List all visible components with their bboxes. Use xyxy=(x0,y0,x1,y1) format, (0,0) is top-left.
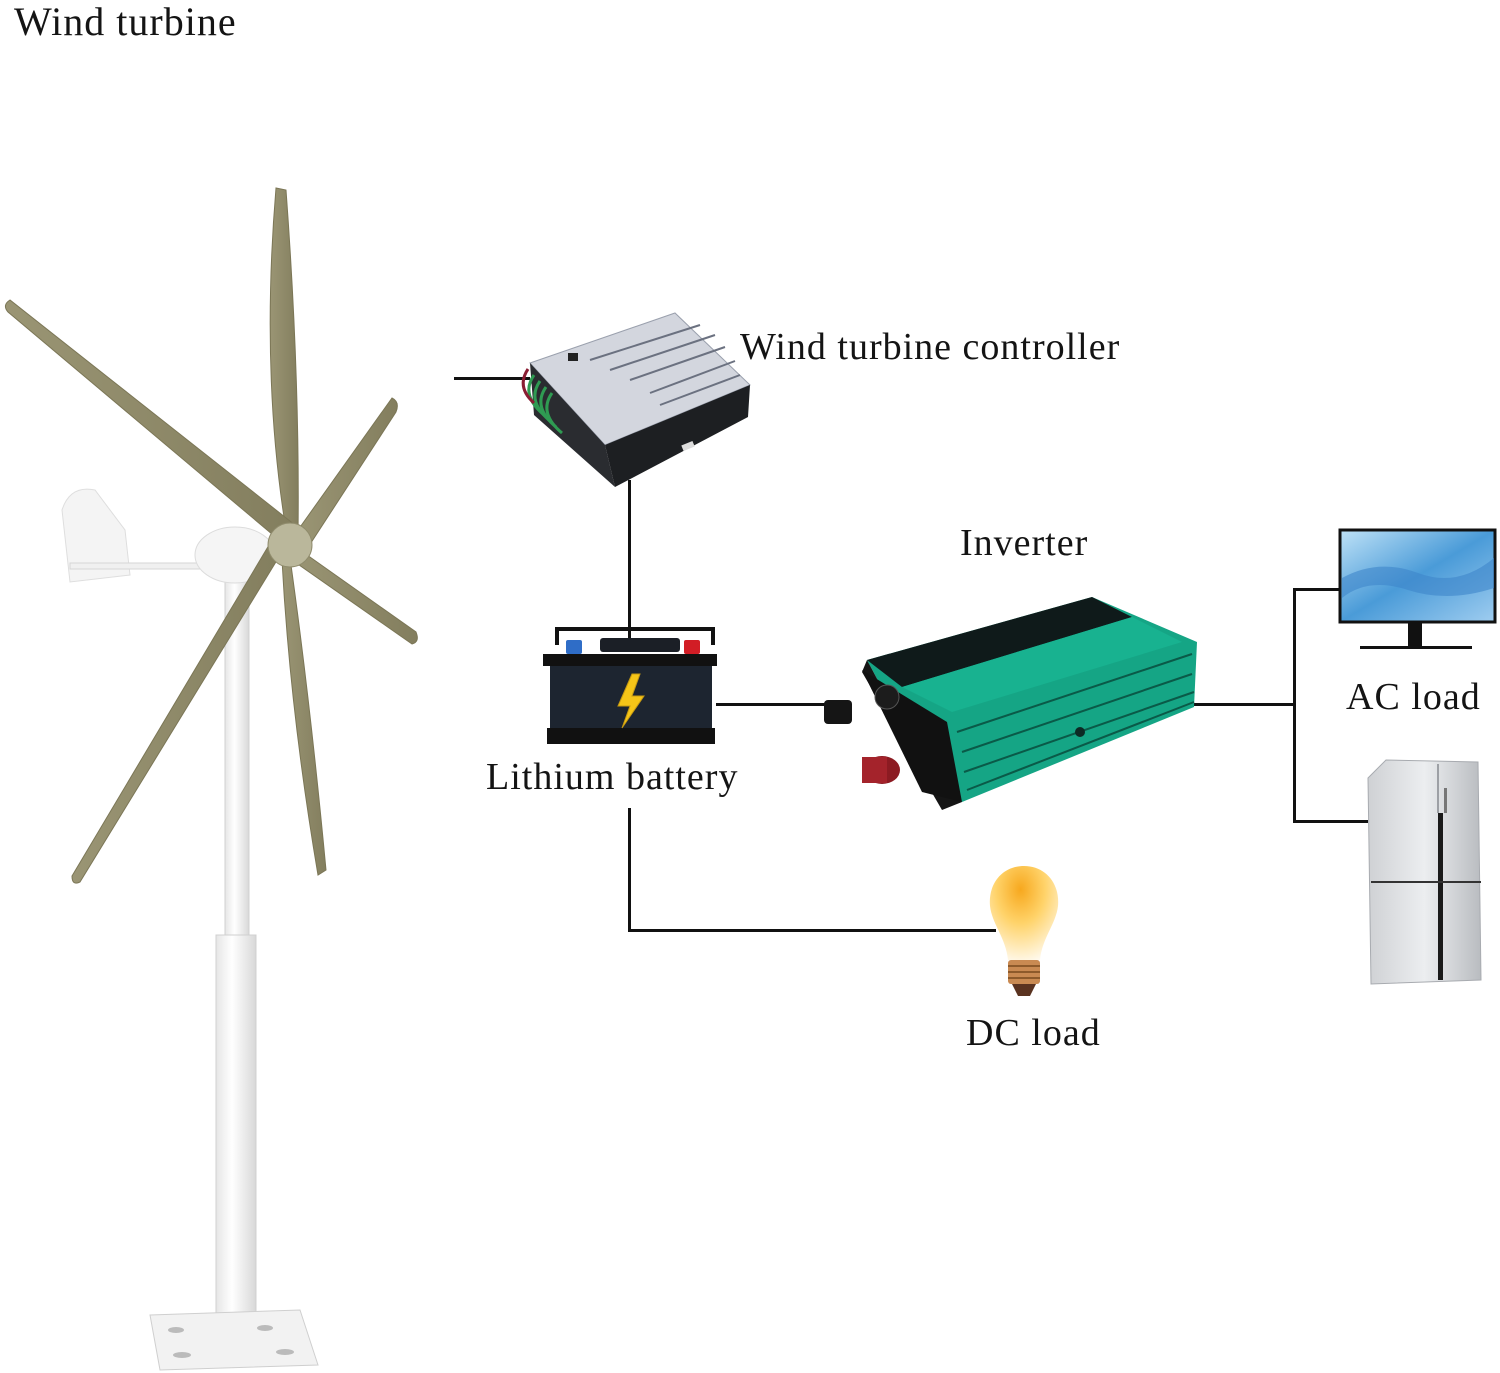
wire-bus-fridge xyxy=(1293,820,1368,823)
wire-inverter-bus xyxy=(1190,703,1294,706)
light-bulb-icon xyxy=(984,862,1064,1002)
wind-turbine-label: Wind turbine xyxy=(14,0,237,44)
wire-turbine-controller xyxy=(454,377,530,380)
wire-battery-inverter xyxy=(716,703,836,706)
controller-label: Wind turbine controller xyxy=(740,326,1121,368)
monitor-icon xyxy=(1338,528,1498,653)
battery-label: Lithium battery xyxy=(486,756,739,798)
wire-ac-bus-vertical xyxy=(1293,588,1296,823)
wire-bus-monitor xyxy=(1293,588,1341,591)
inverter-label: Inverter xyxy=(960,522,1089,564)
wire-controller-battery xyxy=(628,480,631,640)
ac-load-label: AC load xyxy=(1346,676,1481,718)
wire-battery-dc-horizontal xyxy=(628,929,996,932)
wind-turbine-icon xyxy=(0,180,440,1373)
inverter-icon xyxy=(822,592,1202,817)
battery-icon xyxy=(540,624,720,746)
refrigerator-icon xyxy=(1366,758,1484,988)
dc-load-label: DC load xyxy=(966,1012,1101,1054)
charge-controller-icon xyxy=(510,305,760,490)
wire-battery-dc-vertical xyxy=(628,808,631,932)
